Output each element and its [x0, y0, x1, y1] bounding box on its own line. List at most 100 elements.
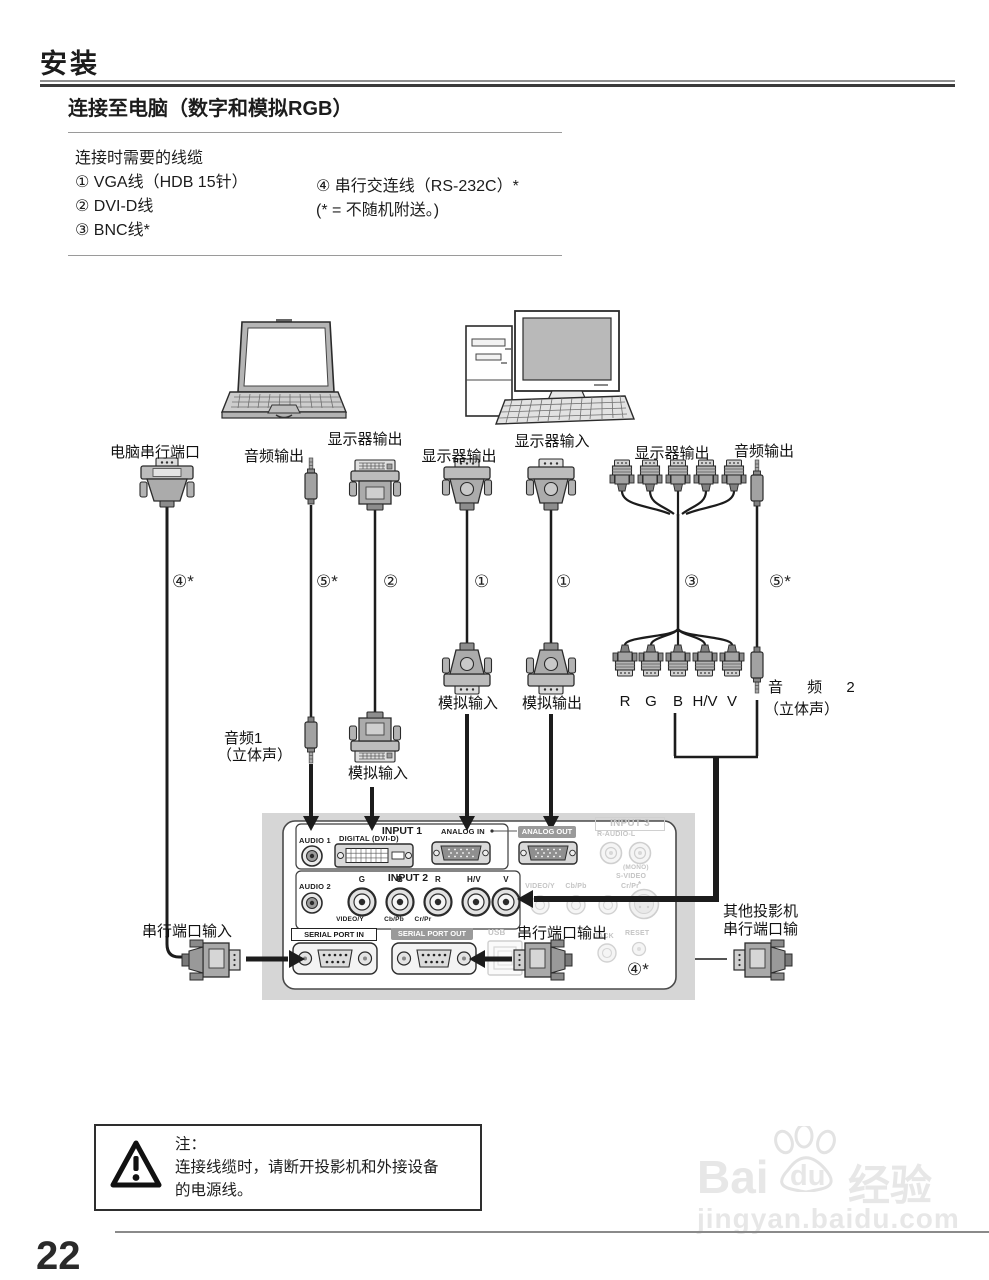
label-pc-serial-port: 电脑串行端口 — [109, 444, 201, 461]
tag-cable-5-audio1: ⑤* — [316, 572, 338, 591]
tag-cable-5-audio2: ⑤* — [769, 572, 791, 591]
label-monitor-out-bnc: 显示器输出 — [634, 445, 710, 462]
tag-cable-4-serial: ④* — [172, 572, 194, 591]
label-audio-out-left: 音频输出 — [243, 448, 305, 465]
label-serial-port-in: 串行端口输入 — [142, 923, 233, 940]
baidu-paw-icon — [774, 1126, 836, 1192]
label-audio1: 音频1 — [224, 730, 263, 747]
audio-jack-top-left — [304, 457, 318, 505]
projector-panel — [262, 813, 695, 1000]
vga-connector-in — [525, 458, 577, 511]
footer-rule — [115, 1231, 989, 1233]
tag-cable-2-dvi: ② — [383, 572, 399, 591]
panel-input2-cb-pb: Cb/Pb — [384, 916, 404, 923]
watermark-bai: Bai — [697, 1151, 769, 1203]
label-other-projector-1: 其他投影机 — [723, 903, 799, 920]
label-bnc-hv: H/V — [692, 693, 718, 710]
watermark-cn: 经验 — [848, 1162, 933, 1209]
other-projector-connector — [733, 939, 793, 981]
bnc-connectors-top — [609, 459, 747, 492]
audio2-plug — [750, 646, 764, 694]
serial-connector-top — [139, 457, 195, 508]
panel-s-video-star: * — [638, 880, 642, 889]
panel-reset-label: RESET — [625, 930, 650, 937]
cable-list-heading: 连接时需要的线缆 — [75, 150, 204, 167]
audio1-plug — [304, 716, 318, 764]
label-audio-out-right: 音频输出 — [733, 443, 795, 460]
panel-digital-label: DIGITAL (DVI-D) — [339, 834, 399, 843]
panel-audio2-label: AUDIO 2 — [299, 882, 331, 891]
label-monitor-out-dvi: 显示器输出 — [327, 431, 403, 448]
label-monitor-out-vga: 显示器输出 — [421, 448, 497, 465]
label-audio1-stereo: （立体声） — [217, 747, 293, 764]
label-audio2: 音 频 2 — [768, 679, 865, 696]
dvi-connector-top — [348, 459, 402, 511]
label-analog-in-vga: 模拟输入 — [437, 695, 499, 712]
watermark-url: jingyan.baidu.com — [697, 1203, 960, 1234]
panel-audio1-label: AUDIO 1 — [299, 836, 331, 845]
panel-serial-port-in-label: SERIAL PORT IN — [291, 928, 377, 941]
laptop-illustration — [220, 319, 348, 419]
page-number: 22 — [36, 1234, 81, 1278]
serial-in-connector — [181, 939, 241, 981]
note-line1: 连接线缆时，请断开投影机和外接设备 — [175, 1159, 439, 1176]
label-audio2-stereo: （立体声） — [764, 701, 840, 718]
warning-icon — [110, 1140, 162, 1188]
tag-cable-3-bnc: ③ — [684, 572, 700, 591]
panel-analog-out-label: ANALOG OUT — [518, 826, 576, 838]
connection-arrows — [246, 714, 719, 968]
header-rule — [40, 80, 955, 87]
list-top-rule — [68, 132, 562, 133]
cables — [165, 490, 759, 960]
label-other-projector-2: 串行端口输 — [723, 921, 799, 938]
panel-input2-cr-pr: Cr/Pr — [414, 916, 432, 923]
tag-cable-4-bottom: ④* — [627, 960, 649, 979]
panel-jack-label: JACK — [594, 933, 614, 940]
cable-item-3: ③ BNC线* — [75, 222, 150, 239]
watermark-du: du — [790, 1160, 826, 1192]
note-title: 注： — [175, 1136, 207, 1153]
list-bottom-rule — [68, 255, 562, 256]
panel-input2-video-y: VIDEO/Y — [336, 916, 364, 923]
tag-cable-1-vga-out: ① — [556, 572, 572, 591]
label-bnc-b: B — [672, 693, 684, 710]
panel-input3-video-y: VIDEO/Y — [525, 883, 555, 890]
label-serial-port-out: 串行端口输出 — [517, 925, 608, 942]
panel-s-video-label: S-VIDEO — [616, 873, 647, 880]
cable-note: (* = 不随机附送。) — [316, 202, 440, 219]
tag-cable-1-vga-in: ① — [474, 572, 490, 591]
note-line2: 的电源线。 — [175, 1182, 253, 1199]
label-analog-out-vga: 模拟输出 — [521, 695, 583, 712]
label-bnc-v: V — [726, 693, 738, 710]
vga-connector-out — [441, 458, 493, 511]
dvi-plug-mid — [348, 711, 402, 763]
vga-plug-analog-out — [525, 642, 577, 695]
panel-input3-cr-pr: Cr/Pr — [620, 883, 640, 890]
panel-serial-port-out-label: SERIAL PORT OUT — [391, 928, 473, 940]
cable-item-2: ② DVI-D线 — [75, 198, 154, 215]
audio-jack-top-right — [750, 459, 764, 507]
cable-item-1: ① VGA线（HDB 15针） — [75, 174, 248, 191]
panel-analog-in-label: ANALOG IN — [441, 827, 485, 836]
panel-bnc-hv: H/V — [467, 875, 481, 884]
panel-input1-title: INPUT 1 — [381, 825, 423, 837]
panel-mono-label: (MONO) — [623, 864, 649, 871]
label-analog-in-dvi: 模拟输入 — [347, 765, 409, 782]
panel-bnc-g: G — [358, 875, 366, 884]
label-monitor-in: 显示器输入 — [514, 433, 590, 450]
bnc-connectors-mid — [612, 644, 745, 677]
panel-input3-cb-pb: Cb/Pb — [565, 883, 587, 890]
panel-bnc-v: V — [503, 875, 509, 884]
subtitle: 连接至电脑（数字和模拟RGB） — [68, 98, 353, 120]
vga-plug-analog-in — [441, 642, 493, 695]
dvi-port — [334, 843, 414, 868]
panel-r-audio-l-label: R-AUDIO-L — [597, 831, 636, 838]
page-title: 安装 — [40, 49, 100, 79]
desktop-illustration — [465, 310, 636, 425]
label-bnc-g: G — [645, 693, 657, 710]
panel-input2-title: INPUT 2 — [387, 872, 429, 884]
panel-bnc-r: R — [435, 875, 441, 884]
note-box: 注： 连接线缆时，请断开投影机和外接设备 的电源线。 — [94, 1124, 482, 1211]
